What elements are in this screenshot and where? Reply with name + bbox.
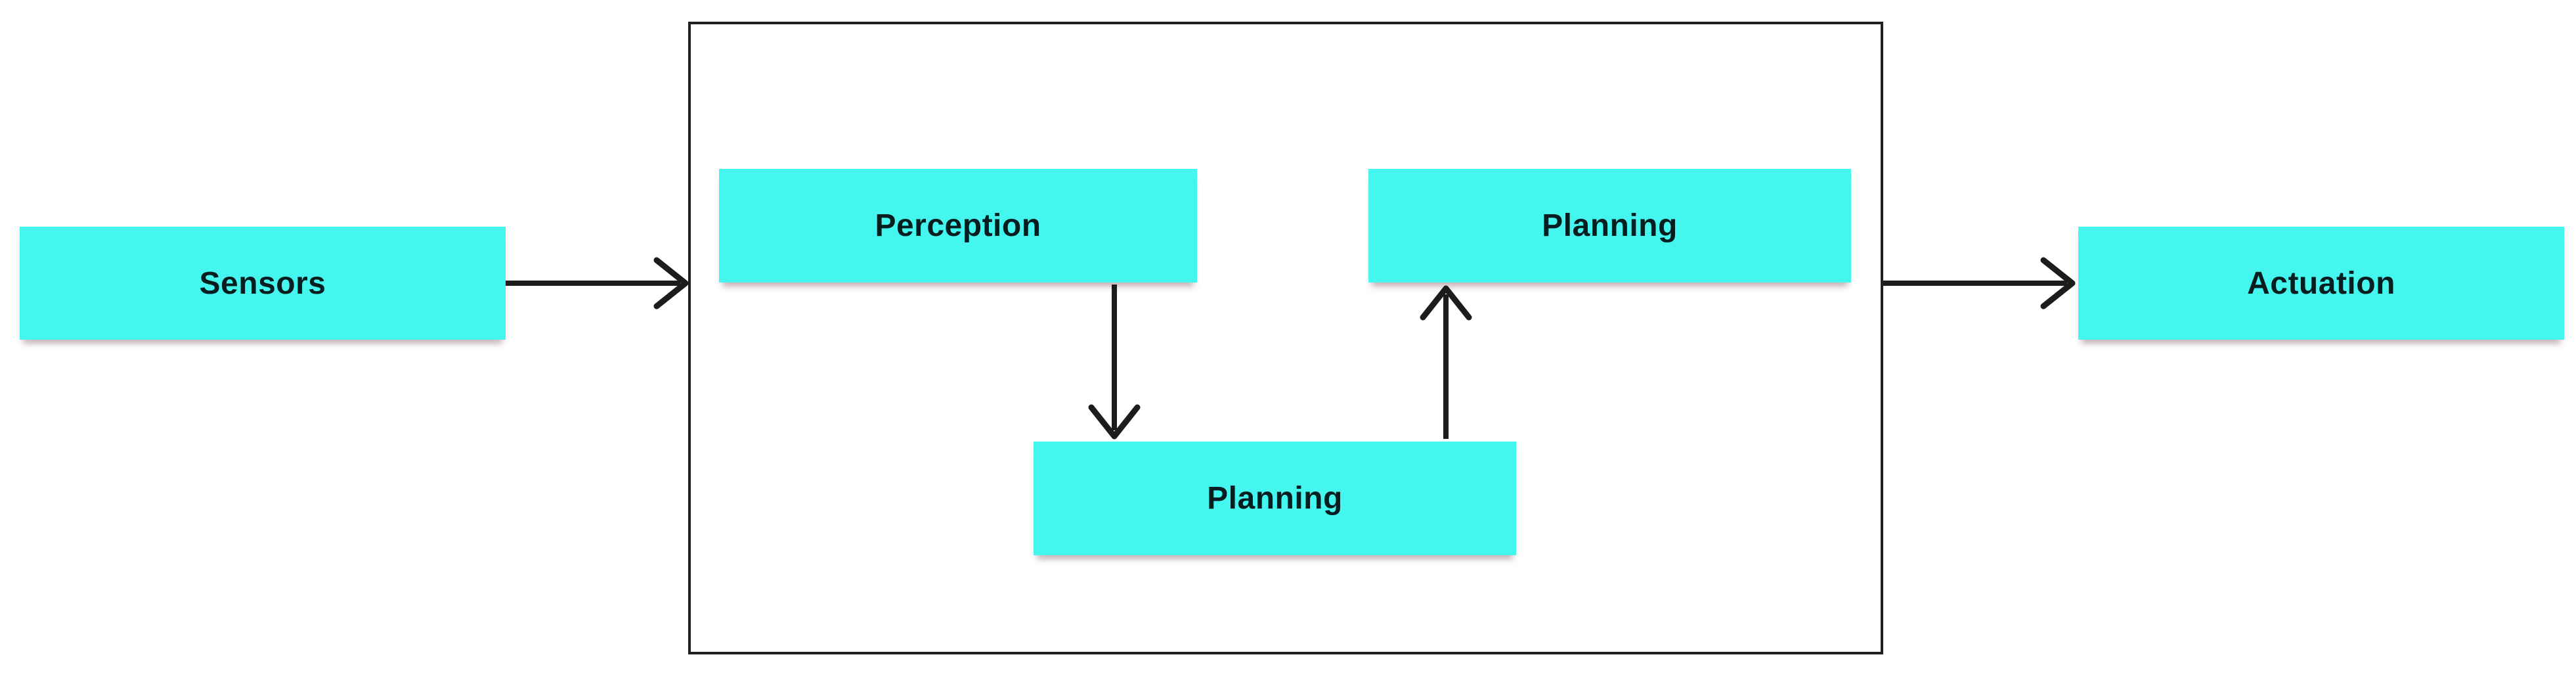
perception-node: Perception	[719, 169, 1197, 283]
planning-top-node: Planning	[1368, 169, 1851, 283]
planning-bottom-node: Planning	[1034, 442, 1516, 555]
sensors-label: Sensors	[199, 265, 326, 301]
planning-top-label: Planning	[1542, 208, 1678, 243]
sensors-node: Sensors	[20, 227, 506, 340]
arrow-system-to-actuation	[1883, 257, 2076, 309]
actuation-node: Actuation	[2078, 227, 2564, 340]
perception-label: Perception	[875, 208, 1041, 243]
arrow-sensors-to-system	[506, 257, 689, 309]
system-container-box	[688, 22, 1883, 654]
planning-bottom-label: Planning	[1207, 481, 1343, 516]
actuation-label: Actuation	[2247, 265, 2395, 301]
